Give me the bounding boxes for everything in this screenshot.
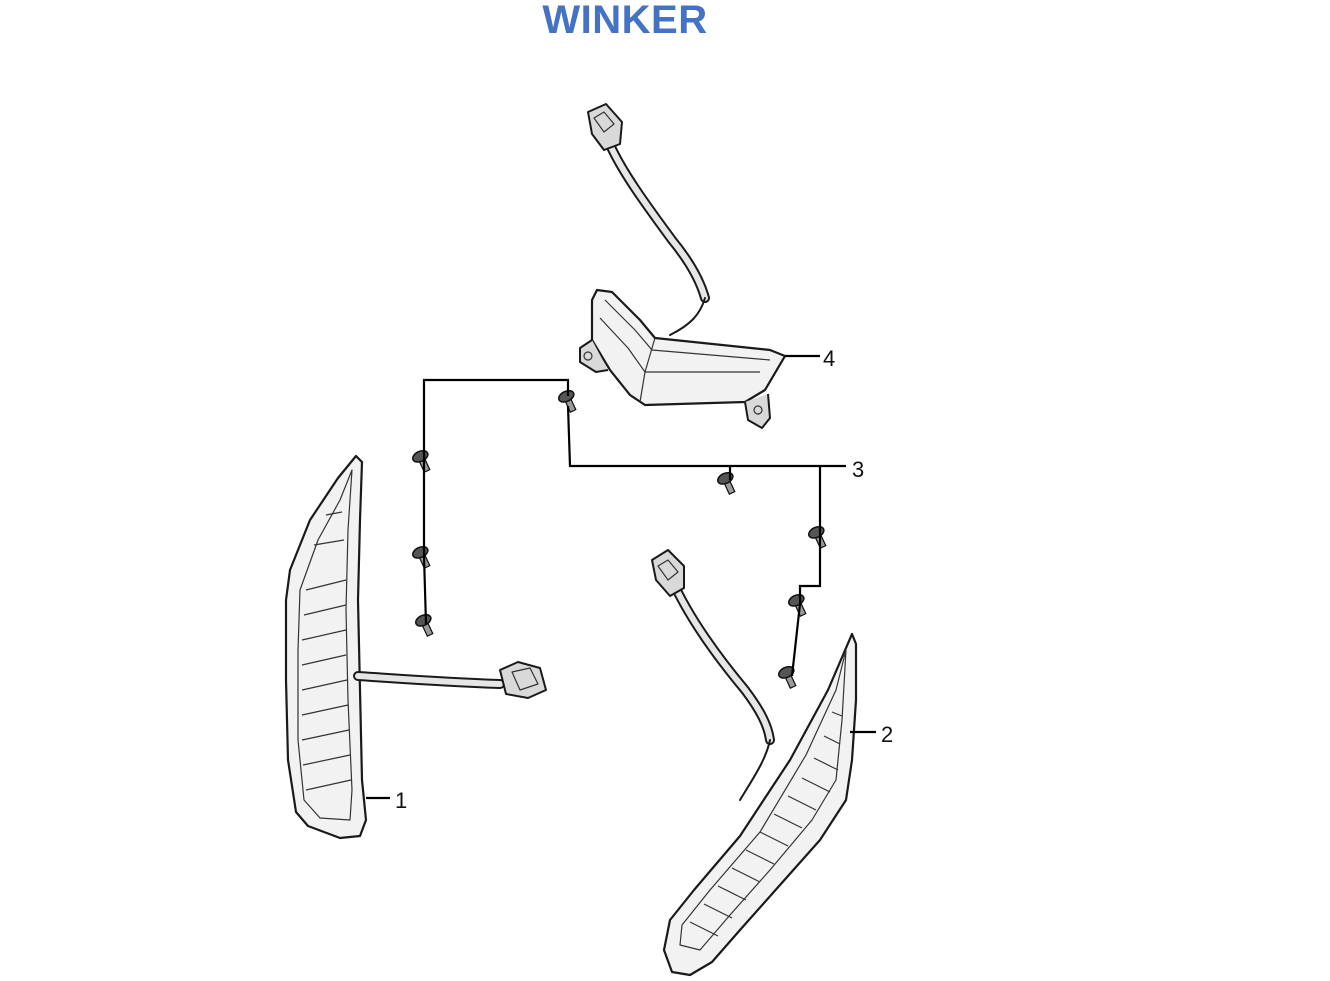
left-front-winker-part-1[interactable] [284, 454, 547, 840]
screws-part-3[interactable] [411, 388, 830, 690]
leader-lines [366, 354, 876, 800]
screw-4 [415, 613, 434, 637]
left-winker-led-segments [301, 511, 352, 791]
screw-6 [808, 525, 827, 549]
right-front-winker-part-2[interactable] [651, 549, 858, 977]
leader-line-3-main [566, 405, 846, 468]
callout-2: 2 [881, 722, 893, 747]
left-winker-connector [499, 661, 547, 699]
right-winker-connector [651, 549, 685, 597]
callout-4: 4 [823, 346, 835, 371]
page-title: WINKER [542, 0, 708, 42]
screw-2 [412, 449, 431, 473]
screw-3 [412, 545, 431, 569]
callout-3: 3 [852, 457, 864, 482]
rear-winker-part-4[interactable] [579, 103, 787, 429]
right-winker-led-segments [689, 711, 843, 937]
leader-line-3-left [422, 378, 570, 460]
leader-line-3-right [798, 466, 822, 604]
screw-5 [717, 471, 736, 495]
screw-8 [778, 665, 797, 689]
rear-winker-connector [587, 103, 623, 151]
screw-1 [558, 389, 577, 413]
callout-1: 1 [395, 788, 407, 813]
